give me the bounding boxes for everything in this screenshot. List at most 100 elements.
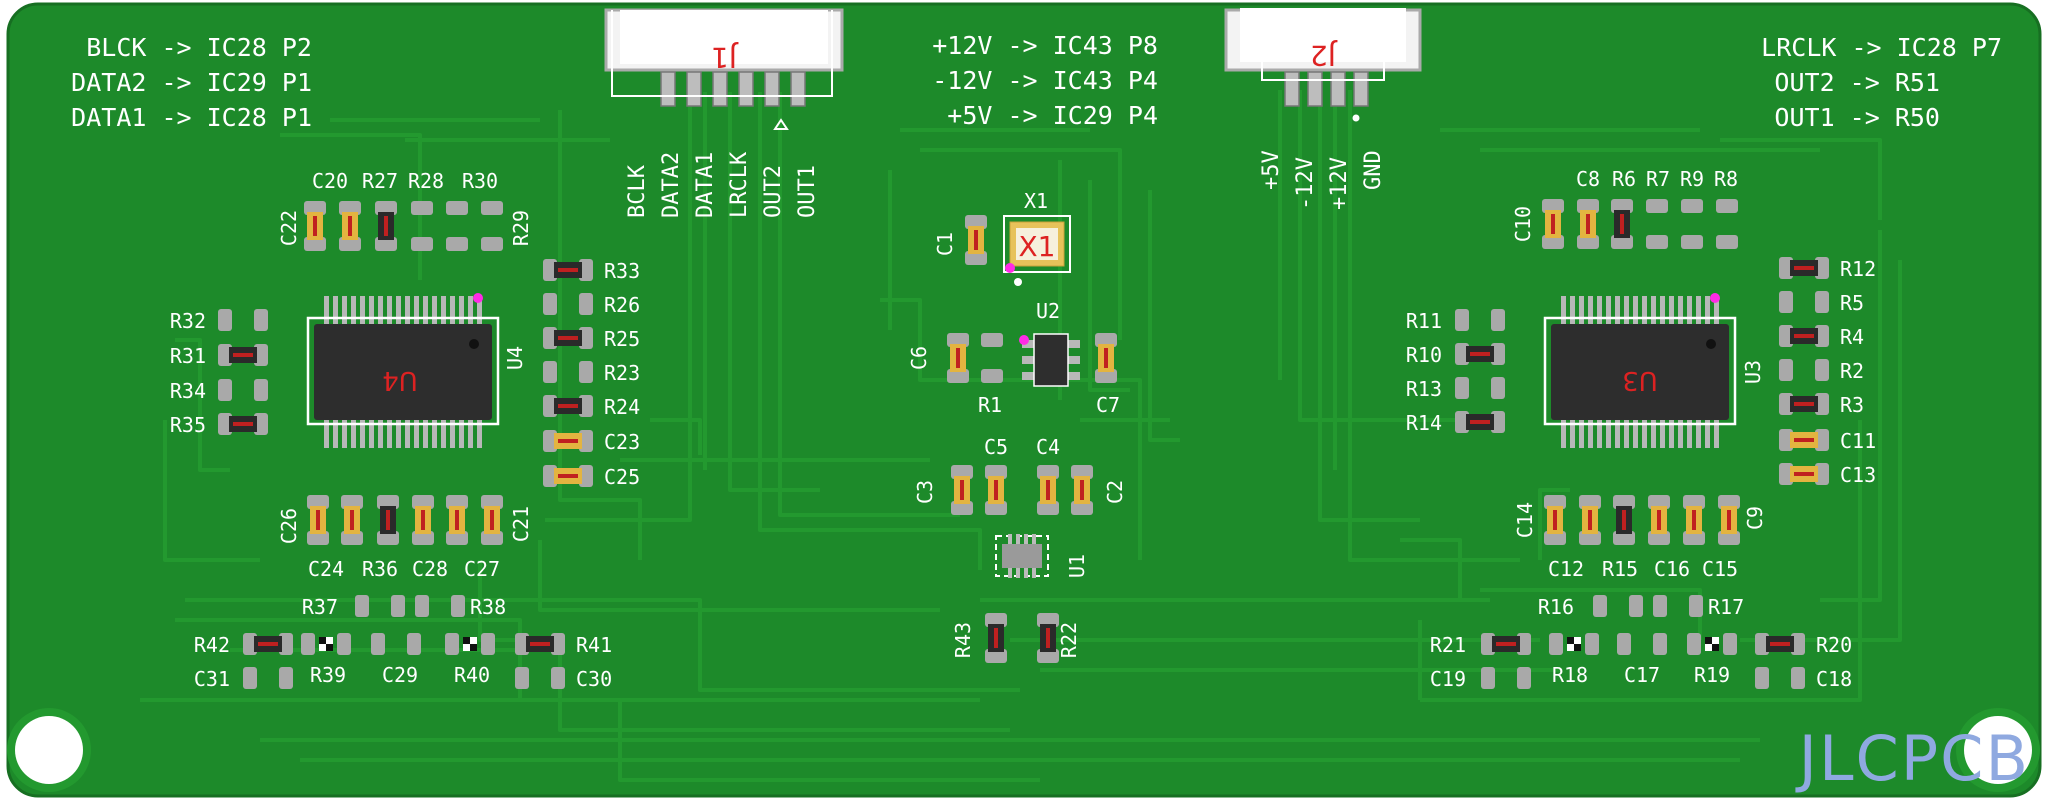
ref-refs_left-1: R27 — [362, 169, 398, 193]
u2-pin1-marker — [1019, 335, 1029, 345]
u4-pins-top — [324, 296, 482, 326]
right-a-part-0 — [1593, 595, 1643, 617]
ref-refs_left-7: R26 — [604, 293, 640, 317]
note-right-1: LRCLK -> IC28 P7 — [1761, 33, 2002, 62]
ref-refs_left-4: C22 — [277, 210, 301, 246]
ref-refs_left-5: R29 — [509, 210, 533, 246]
ref-refs_right-31: C18 — [1816, 667, 1852, 691]
right-top-part-4 — [1681, 199, 1703, 249]
ref-refs_right-0: C8 — [1576, 167, 1600, 191]
ref-refs_right-3: R9 — [1680, 167, 1704, 191]
right-left-part-1 — [1455, 343, 1505, 365]
ref-refs_left-27: C29 — [382, 663, 418, 687]
note-left-1: BLCK -> IC28 P2 — [86, 33, 312, 62]
center-mid-part-1 — [985, 465, 1007, 515]
right-left-part-2 — [1455, 377, 1505, 399]
right-col-part-0 — [1779, 257, 1829, 279]
ref-refs_right-9: R2 — [1840, 359, 1864, 383]
right-c-part-0 — [1481, 667, 1531, 689]
ref-refs_center-8: C3 — [913, 480, 937, 504]
left-top-part-2 — [375, 201, 397, 251]
right-col-part-4 — [1779, 393, 1829, 415]
connector-j1[interactable]: J1 — [604, 8, 844, 107]
center-mid-part-2 — [1037, 465, 1059, 515]
ref-refs_right-29: R20 — [1816, 633, 1852, 657]
ref-refs_left-8: R25 — [604, 327, 640, 351]
ref-refs_right-17: C14 — [1513, 502, 1537, 538]
left-left-part-2 — [218, 379, 268, 401]
ref-refs_left-31: C30 — [576, 667, 612, 691]
right-col-part-2 — [1779, 325, 1829, 347]
u1-ref: U1 — [1065, 554, 1089, 578]
left-bottom-part-4 — [446, 495, 468, 545]
ref-refs_right-23: R16 — [1538, 595, 1574, 619]
right-bottom-part-2 — [1613, 495, 1635, 545]
notes-left: BLCK -> IC28 P2 DATA2 -> IC29 P1 DATA1 -… — [71, 33, 312, 132]
ref-refs_right-20: R15 — [1602, 557, 1638, 581]
ref-refs_center-11: R22 — [1057, 622, 1081, 658]
left-left-part-0 — [218, 309, 268, 331]
ref-refs_left-11: C23 — [604, 430, 640, 454]
ref-refs_right-2: R7 — [1646, 167, 1670, 191]
j1-pin1-triangle-icon — [773, 118, 789, 130]
ref-refs_left-18: C21 — [509, 506, 533, 542]
u3-ref: U3 — [1741, 360, 1765, 384]
ref-refs_left-15: R34 — [170, 379, 206, 403]
j1-pin-data2: DATA2 — [659, 152, 684, 218]
right-b-part-4 — [1755, 633, 1805, 655]
right-bottom-part-5 — [1718, 495, 1740, 545]
ref-refs_center-6: C5 — [984, 435, 1008, 459]
note-right-3: OUT1 -> R50 — [1774, 103, 1940, 132]
ref-refs_left-30: C31 — [194, 667, 230, 691]
j2-pin-m12v: -12V — [1293, 157, 1318, 210]
u3-pins-bottom — [1561, 418, 1719, 448]
center-c7 — [1095, 333, 1117, 383]
u4-body-text: U4 — [382, 365, 418, 395]
left-b-part-0 — [243, 633, 293, 655]
left-b-part-3 — [445, 633, 495, 655]
left-bottom-part-3 — [412, 495, 434, 545]
ref-refs_right-13: R11 — [1406, 309, 1442, 333]
left-b-part-4 — [515, 633, 565, 655]
j1-pin-data1: DATA1 — [693, 152, 718, 218]
left-left-part-3 — [218, 413, 268, 435]
j2-pin-gnd: GND — [1361, 150, 1386, 190]
ic-u1 — [995, 534, 1049, 578]
right-bottom-part-3 — [1648, 495, 1670, 545]
j1-ref-text: J1 — [711, 41, 739, 74]
right-b-part-1 — [1549, 633, 1599, 655]
ref-refs_left-14: R31 — [170, 344, 206, 368]
mounting-hole-right-inner — [1964, 716, 2032, 784]
x1-pin1-marker — [1005, 263, 1015, 273]
ref-refs_left-21: C28 — [412, 557, 448, 581]
jlcpcb-logo: JLCPCB — [1795, 722, 2030, 795]
right-a-part-1 — [1653, 595, 1703, 617]
connector-j2[interactable]: J2 — [1224, 8, 1422, 107]
traces — [140, 90, 1902, 782]
j1-pin-out2: OUT2 — [761, 165, 786, 218]
ref-refs_right-21: C16 — [1654, 557, 1690, 581]
left-col-part-0 — [543, 259, 593, 281]
left-col-part-6 — [543, 465, 593, 487]
right-b-part-2 — [1617, 633, 1667, 655]
left-top-part-5 — [481, 201, 503, 251]
center-c1 — [965, 215, 987, 265]
left-bottom-part-1 — [341, 495, 363, 545]
left-bottom-part-2 — [377, 495, 399, 545]
right-bottom-part-1 — [1579, 495, 1601, 545]
right-top-part-3 — [1646, 199, 1668, 249]
right-b-part-0 — [1481, 633, 1531, 655]
ref-refs_right-14: R10 — [1406, 343, 1442, 367]
right-col-part-3 — [1779, 359, 1829, 381]
ref-refs_center-7: C4 — [1036, 435, 1060, 459]
ref-refs_right-10: R3 — [1840, 393, 1864, 417]
u4-pin1-marker — [473, 293, 483, 303]
j1-pin-lrclk: LRCLK — [727, 151, 752, 218]
ref-refs_left-10: R24 — [604, 395, 640, 419]
ref-refs_right-27: C17 — [1624, 663, 1660, 687]
ref-refs_right-1: R6 — [1612, 167, 1636, 191]
ref-refs_left-17: C26 — [277, 508, 301, 544]
ref-refs_left-29: R41 — [576, 633, 612, 657]
